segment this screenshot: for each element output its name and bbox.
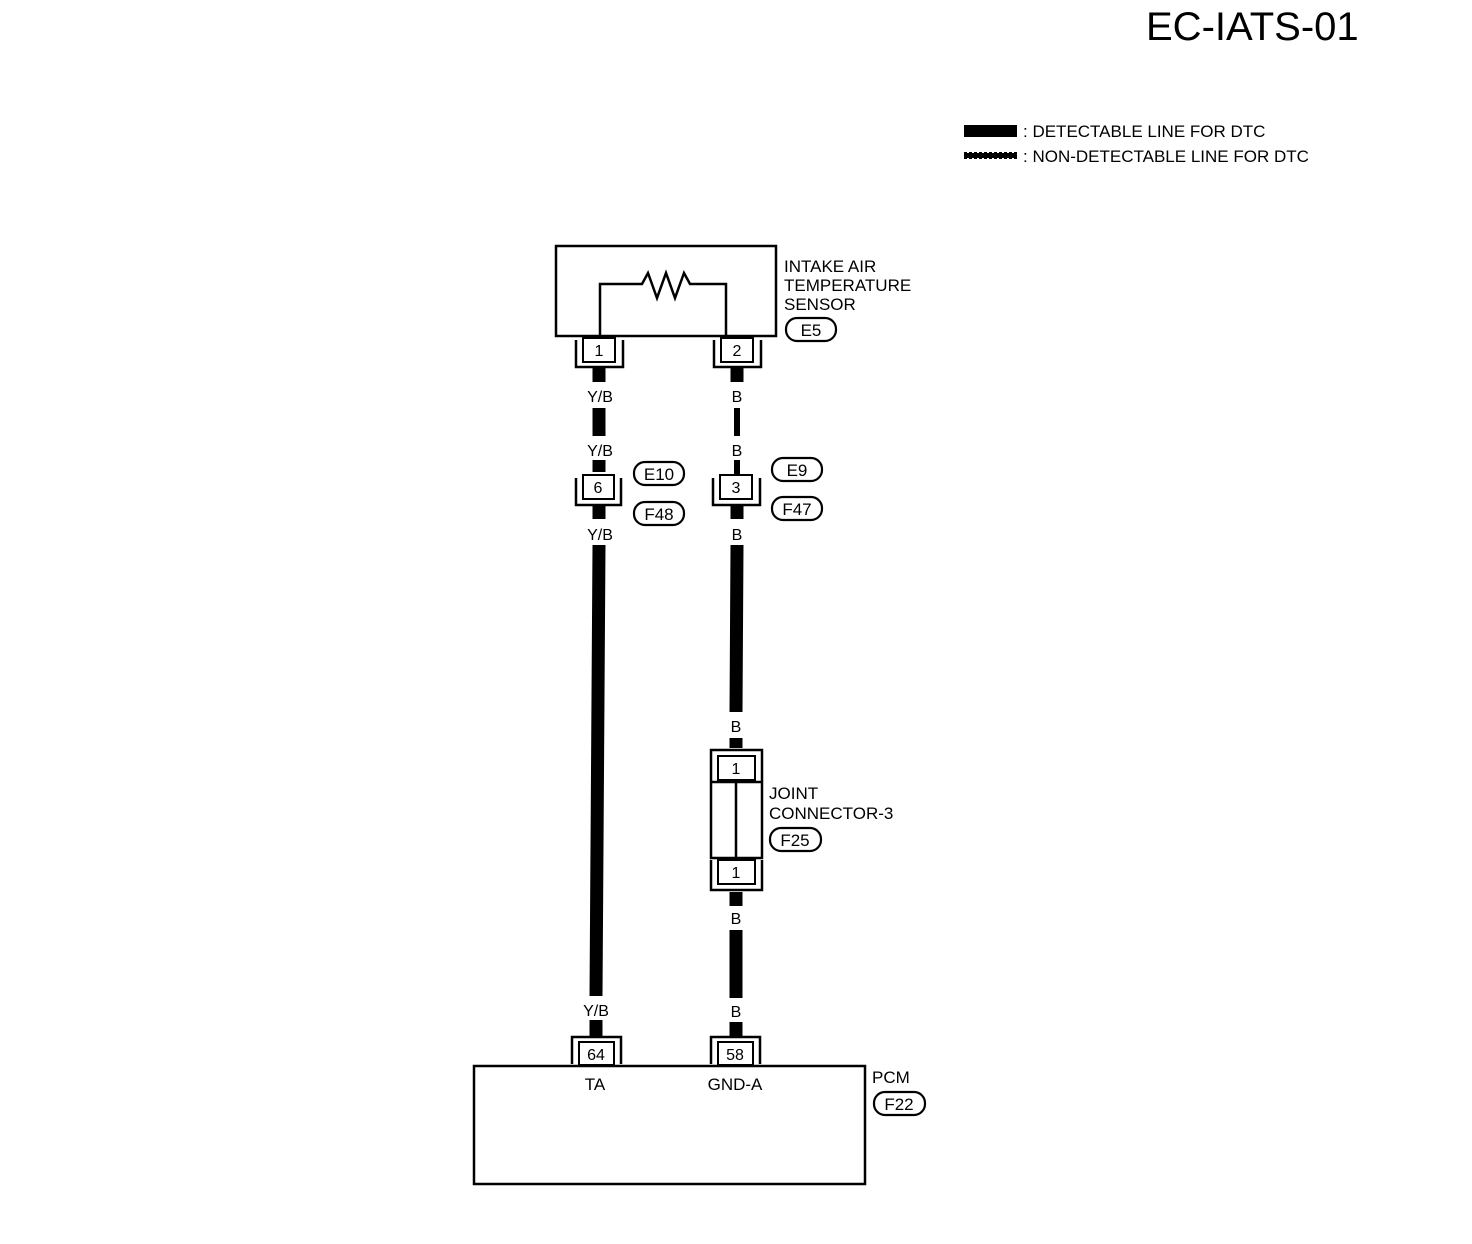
sensor-label-line1: INTAKE AIR (784, 257, 876, 276)
pcm-pin-58: 58 (709, 1035, 762, 1066)
sensor-pin-1-number: 1 (595, 343, 604, 360)
joint-top-pin-number: 1 (732, 761, 741, 778)
joint-top-pin-box (717, 755, 756, 781)
legend-non-detectable-label: : NON-DETECTABLE LINE FOR DTC (1023, 147, 1309, 166)
pcm-connector-tag (872, 1090, 927, 1117)
pcm-pin-64-number: 64 (587, 1047, 605, 1064)
harness-right-pin-number: 3 (732, 480, 741, 497)
sensor-body (554, 244, 778, 338)
page-code: EC-IATS-01 (1146, 5, 1359, 49)
signal-wire-color-3: Y/B (587, 527, 613, 544)
harness-left-lower-tag (632, 500, 686, 527)
sensor-pin-2-number: 2 (733, 343, 742, 360)
signal-wire-color-1: Y/B (587, 389, 613, 406)
harness-left-upper-id: E10 (644, 465, 674, 484)
legend-detectable-label: : DETECTABLE LINE FOR DTC (1023, 122, 1265, 141)
legend-non-detectable-swatch (964, 152, 1017, 159)
pcm: PCM F22 64 TA 58 GND-A (472, 1035, 927, 1186)
harness-right-lower-tag (770, 495, 824, 522)
signal-wire-segment-5 (589, 544, 606, 997)
pcm-label: PCM (872, 1068, 910, 1087)
ground-wire-color-2: B (732, 443, 743, 460)
harness-right-upper-id: E9 (787, 461, 808, 480)
joint-label-line2: CONNECTOR-3 (769, 804, 893, 823)
legend: : DETECTABLE LINE FOR DTC : NON-DETECTAB… (964, 122, 1309, 166)
ground-wire-segment-5 (729, 544, 744, 713)
signal-wire (589, 367, 606, 1036)
harness-connector-right: 3 E9 F47 (711, 456, 824, 522)
harness-left-lower-id: F48 (644, 505, 673, 524)
harness-right-upper-tag (770, 456, 824, 483)
pcm-terminal-gnd: GND-A (708, 1075, 763, 1094)
ground-wire-color-3: B (732, 527, 743, 544)
sensor-label-line2: TEMPERATURE (784, 276, 911, 295)
pcm-terminal-ta: TA (585, 1075, 606, 1094)
ground-wire (729, 367, 744, 1036)
sensor-label-line3: SENSOR (784, 295, 856, 314)
joint-connector-tag (768, 826, 823, 853)
signal-wire-color-2: Y/B (587, 443, 613, 460)
sensor-pin-1: 1 (574, 337, 625, 369)
signal-wire-color-4: Y/B (583, 1003, 609, 1020)
joint-bottom-pin-box (717, 859, 756, 885)
resistor-icon (598, 269, 728, 337)
sensor-connector-id: E5 (801, 321, 822, 340)
intake-air-temperature-sensor: INTAKE AIR TEMPERATURE SENSOR E5 (554, 244, 911, 343)
pcm-pin-58-number: 58 (726, 1047, 744, 1064)
joint-connector-3: 1 1 JOINT CONNECTOR-3 F25 (709, 748, 893, 892)
ground-wire-color-5: B (731, 911, 742, 928)
legend-detectable-swatch (964, 125, 1017, 137)
harness-connector-left: 6 E10 F48 (574, 460, 686, 527)
pcm-connector-id: F22 (884, 1095, 913, 1114)
joint-label-line1: JOINT (769, 784, 818, 803)
harness-right-lower-id: F47 (782, 500, 811, 519)
joint-bottom-pin-number: 1 (732, 865, 741, 882)
sensor-pin-2: 2 (712, 337, 763, 369)
pcm-pin-64: 64 (570, 1035, 623, 1066)
sensor-connector-tag (784, 316, 838, 343)
ground-wire-color-1: B (732, 389, 743, 406)
joint-connector-id: F25 (780, 831, 809, 850)
ground-wire-color-6: B (731, 1004, 742, 1021)
harness-left-pin-number: 6 (594, 480, 603, 497)
harness-left-upper-tag (632, 460, 686, 487)
ground-wire-color-4: B (731, 719, 742, 736)
pcm-body (472, 1064, 867, 1186)
